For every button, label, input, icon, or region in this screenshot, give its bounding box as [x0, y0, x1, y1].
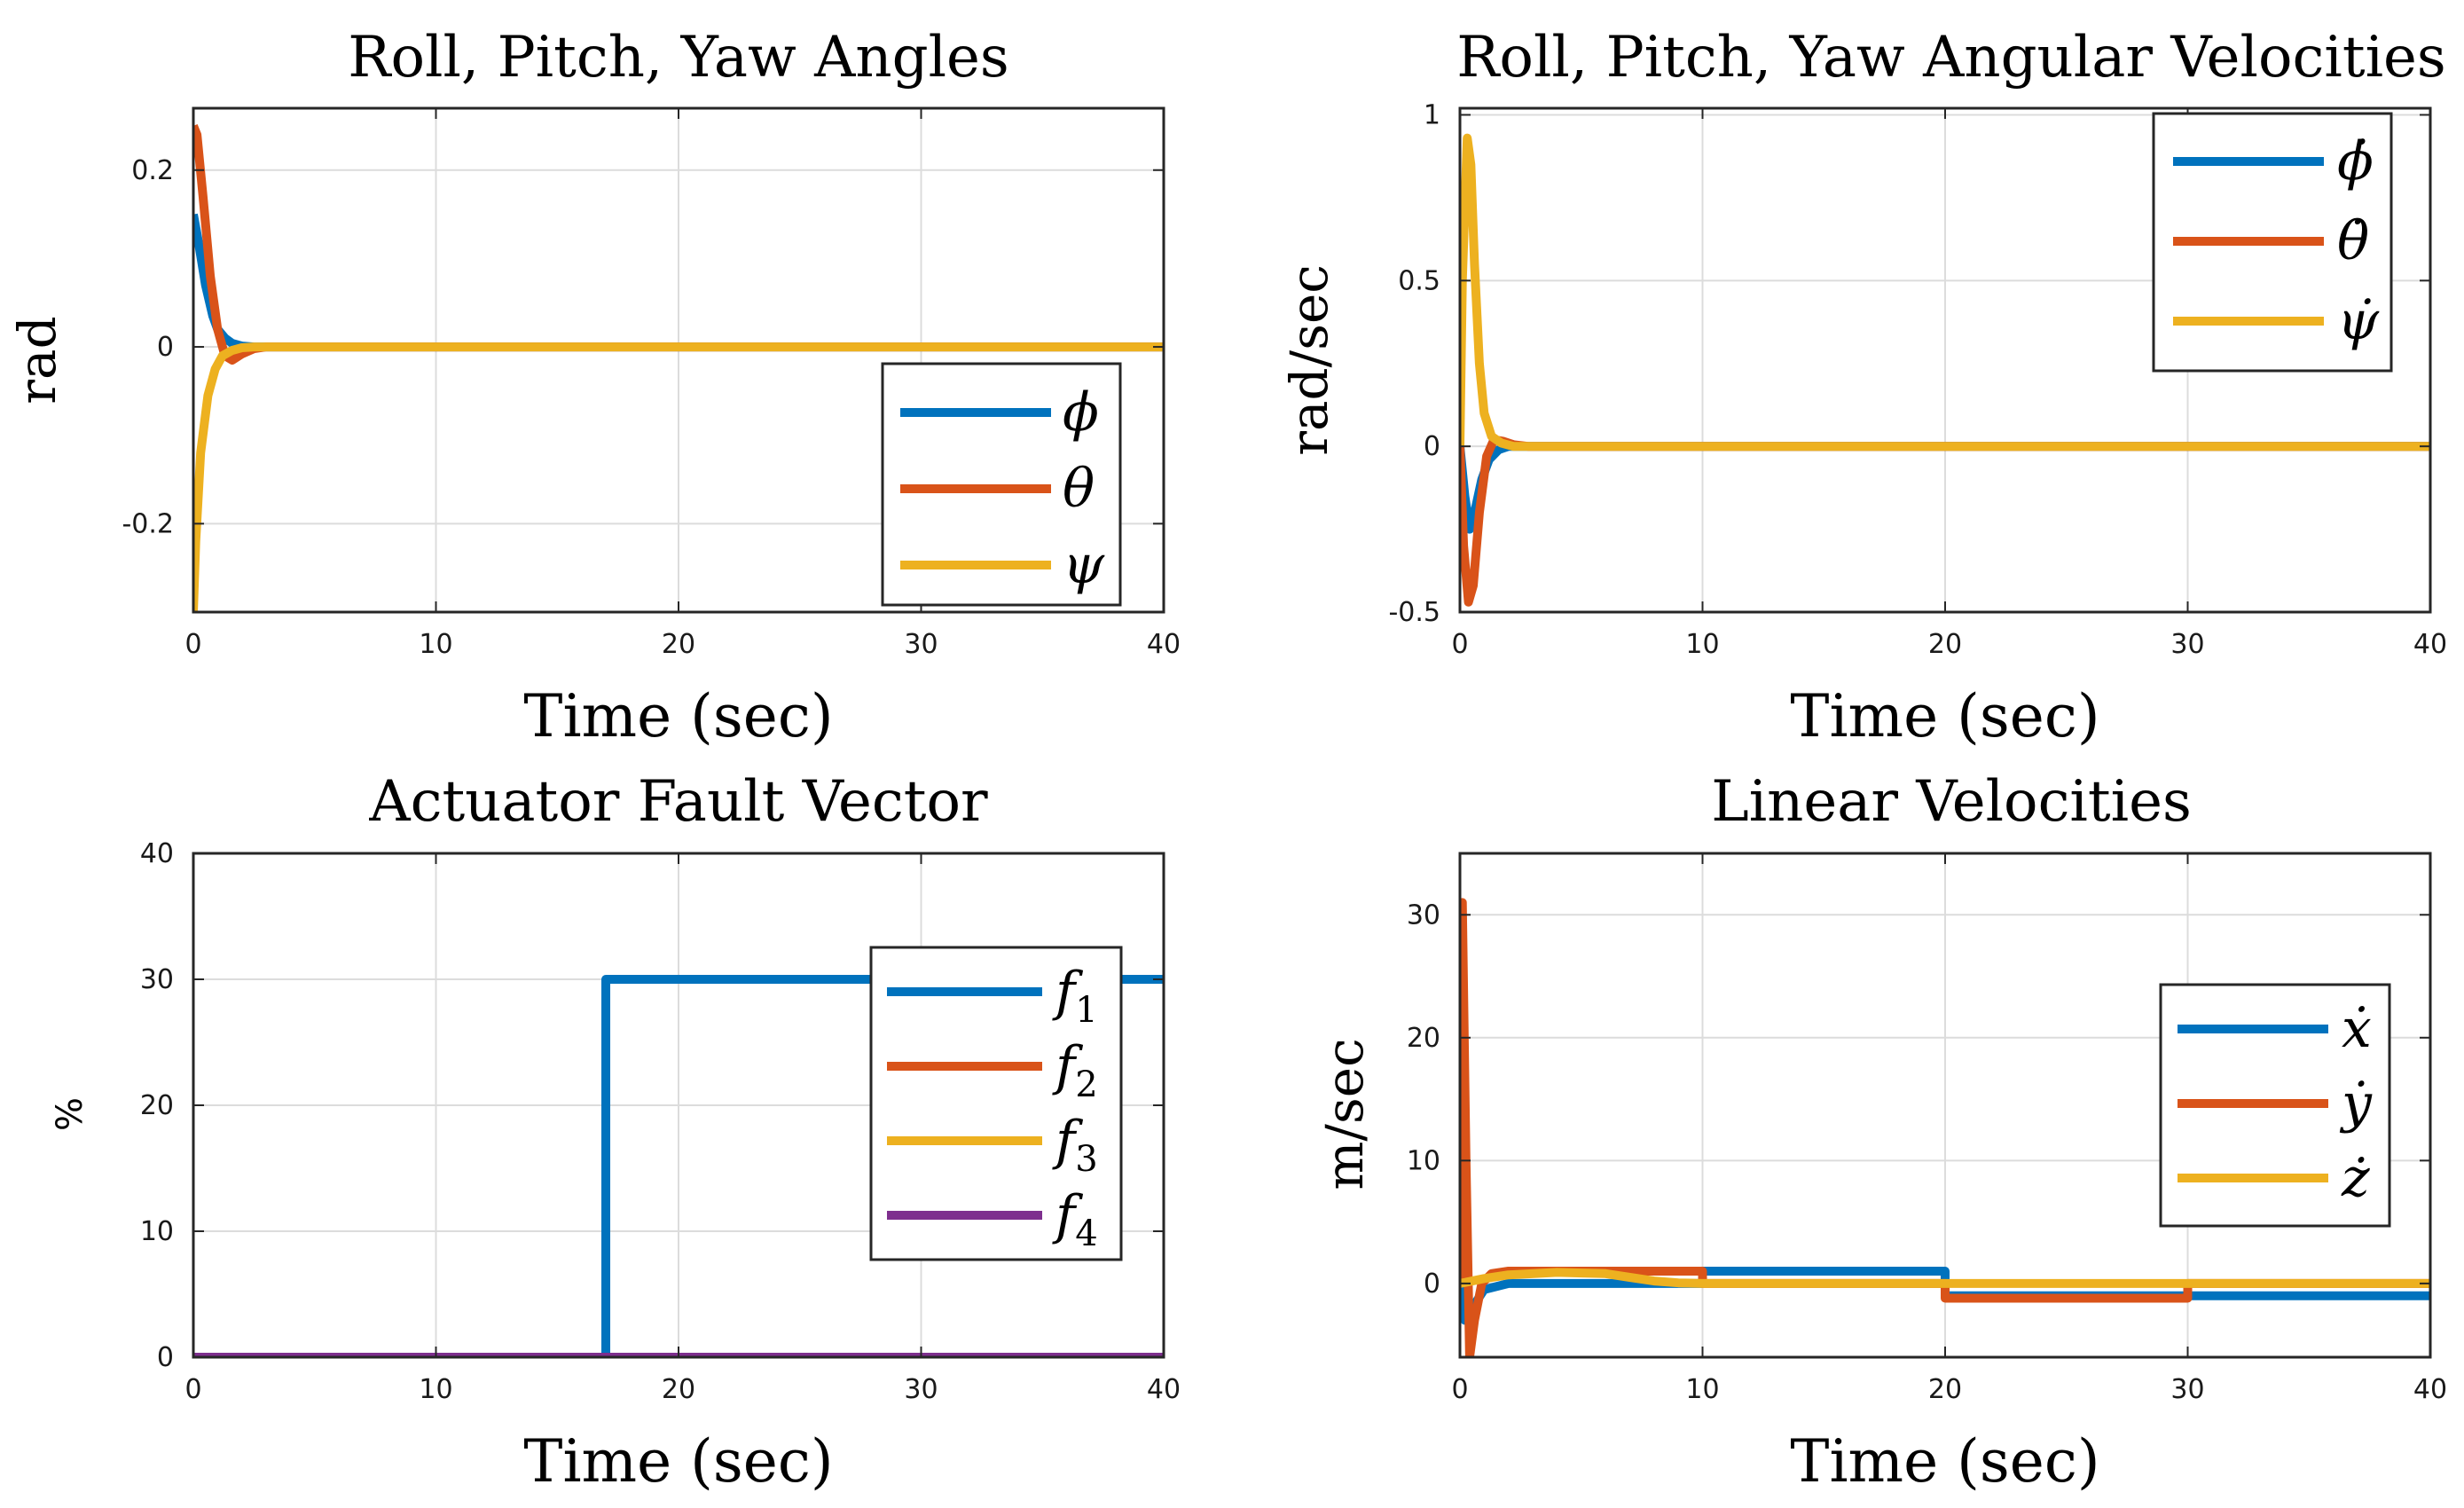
x-tick-label: 10 — [419, 1374, 452, 1405]
x-tick-label: 30 — [2170, 1374, 2204, 1405]
y-axis-label: rad/sec — [1279, 264, 1339, 456]
x-axis-label: Time (sec) — [523, 682, 833, 750]
x-tick-label: 30 — [2170, 629, 2204, 660]
legend-label-3: ż — [2341, 1147, 2370, 1209]
legend-label-1: f1 — [1052, 961, 1098, 1031]
series-group — [193, 124, 1164, 612]
x-tick-label: 40 — [1147, 629, 1181, 660]
legend-label-2: θ̇ — [2337, 210, 2369, 272]
x-tick-label: 10 — [419, 629, 452, 660]
y-tick-label: 10 — [140, 1216, 174, 1247]
y-tick-label: -0.2 — [122, 508, 174, 539]
x-tick-label: 0 — [184, 1374, 201, 1405]
chart-title: Roll, Pitch, Yaw Angular Velocities — [1456, 25, 2446, 90]
series-line-3 — [193, 342, 1164, 612]
y-tick-label: 40 — [140, 838, 174, 869]
y-tick-label: 0.5 — [1398, 265, 1440, 296]
x-axis-label: Time (sec) — [1790, 682, 2099, 750]
x-tick-label: 20 — [662, 629, 695, 660]
chart-title: Linear Velocities — [1711, 769, 2192, 835]
y-axis-label: % — [50, 1097, 90, 1131]
x-tick-label: 0 — [1451, 1374, 1468, 1405]
y-tick-label: 30 — [1407, 899, 1440, 931]
x-tick-label: 30 — [904, 1374, 938, 1405]
chart-title: Actuator Fault Vector — [368, 769, 988, 835]
y-tick-label: 20 — [1407, 1023, 1440, 1054]
series-line-3 — [1460, 133, 2430, 452]
y-tick-label: -0.5 — [1388, 597, 1440, 628]
y-tick-label: 20 — [140, 1090, 174, 1121]
x-axis-label: Time (sec) — [1790, 1427, 2099, 1496]
x-tick-label: 40 — [2413, 629, 2447, 660]
y-tick-label: 0 — [1424, 431, 1440, 462]
y-tick-label: 10 — [1407, 1145, 1440, 1176]
x-tick-label: 20 — [1928, 629, 1962, 660]
x-tick-label: 0 — [1451, 629, 1468, 660]
y-tick-label: 0 — [1424, 1268, 1440, 1300]
series-group — [1460, 133, 2430, 607]
legend: ϕ̇ θ̇ ψ̇ — [2152, 112, 2393, 373]
legend-label-2: ẏ — [2339, 1072, 2373, 1135]
y-tick-label: 0 — [157, 332, 174, 363]
legend-label-1: ϕ — [1063, 381, 1099, 444]
y-axis-label: rad — [7, 316, 67, 404]
series-group — [1460, 898, 2430, 1357]
legend-label-3: ψ — [1063, 534, 1105, 596]
chart-panel-3: Actuator Fault Vector 0 10 20 30 40 0 10 20 30 40T… — [50, 769, 1181, 1496]
y-tick-label: 30 — [140, 964, 174, 995]
x-tick-label: 0 — [184, 629, 201, 660]
legend-label-2: θ — [1063, 458, 1095, 520]
x-tick-label: 10 — [1685, 629, 1719, 660]
y-tick-label: 0 — [157, 1342, 174, 1373]
x-tick-label: 40 — [1147, 1374, 1181, 1405]
x-tick-label: 20 — [1928, 1374, 1962, 1405]
legend: ẋẏż — [2159, 983, 2391, 1228]
x-axis-label: Time (sec) — [523, 1427, 833, 1496]
legend-box — [869, 946, 1123, 1261]
x-tick-label: 20 — [662, 1374, 695, 1405]
y-tick-label: 0.2 — [131, 155, 174, 186]
legend-label-1: ẋ — [2342, 998, 2372, 1060]
chart-panel-1: Roll, Pitch, Yaw Angles 0 10 20 30 40 -0.2 0 0.2… — [7, 25, 1181, 750]
series-line-3 — [1460, 1268, 2430, 1288]
y-tick-label: 1 — [1424, 99, 1440, 130]
legend-label-3: ψ̇ — [2337, 290, 2380, 352]
legend-label-1: ϕ̇ — [2337, 130, 2374, 192]
y-axis-label: m/sec — [1314, 1038, 1375, 1190]
chart-title: Roll, Pitch, Yaw Angles — [348, 25, 1009, 90]
x-tick-label: 10 — [1685, 1374, 1719, 1405]
legend: ϕθψ — [881, 362, 1122, 607]
x-tick-label: 30 — [904, 629, 938, 660]
x-tick-label: 40 — [2413, 1374, 2447, 1405]
